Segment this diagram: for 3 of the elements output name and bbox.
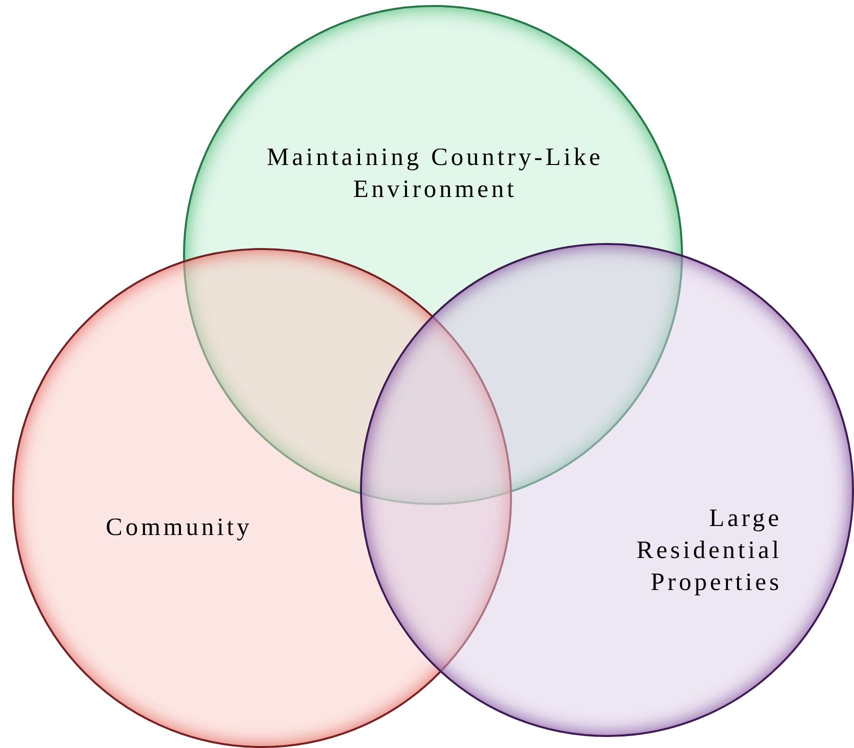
circle-label: Maintaining Country-Like Environment [266,143,604,205]
circle-label: Community [104,513,254,543]
circle-label: Large Residential Properties [636,504,782,598]
